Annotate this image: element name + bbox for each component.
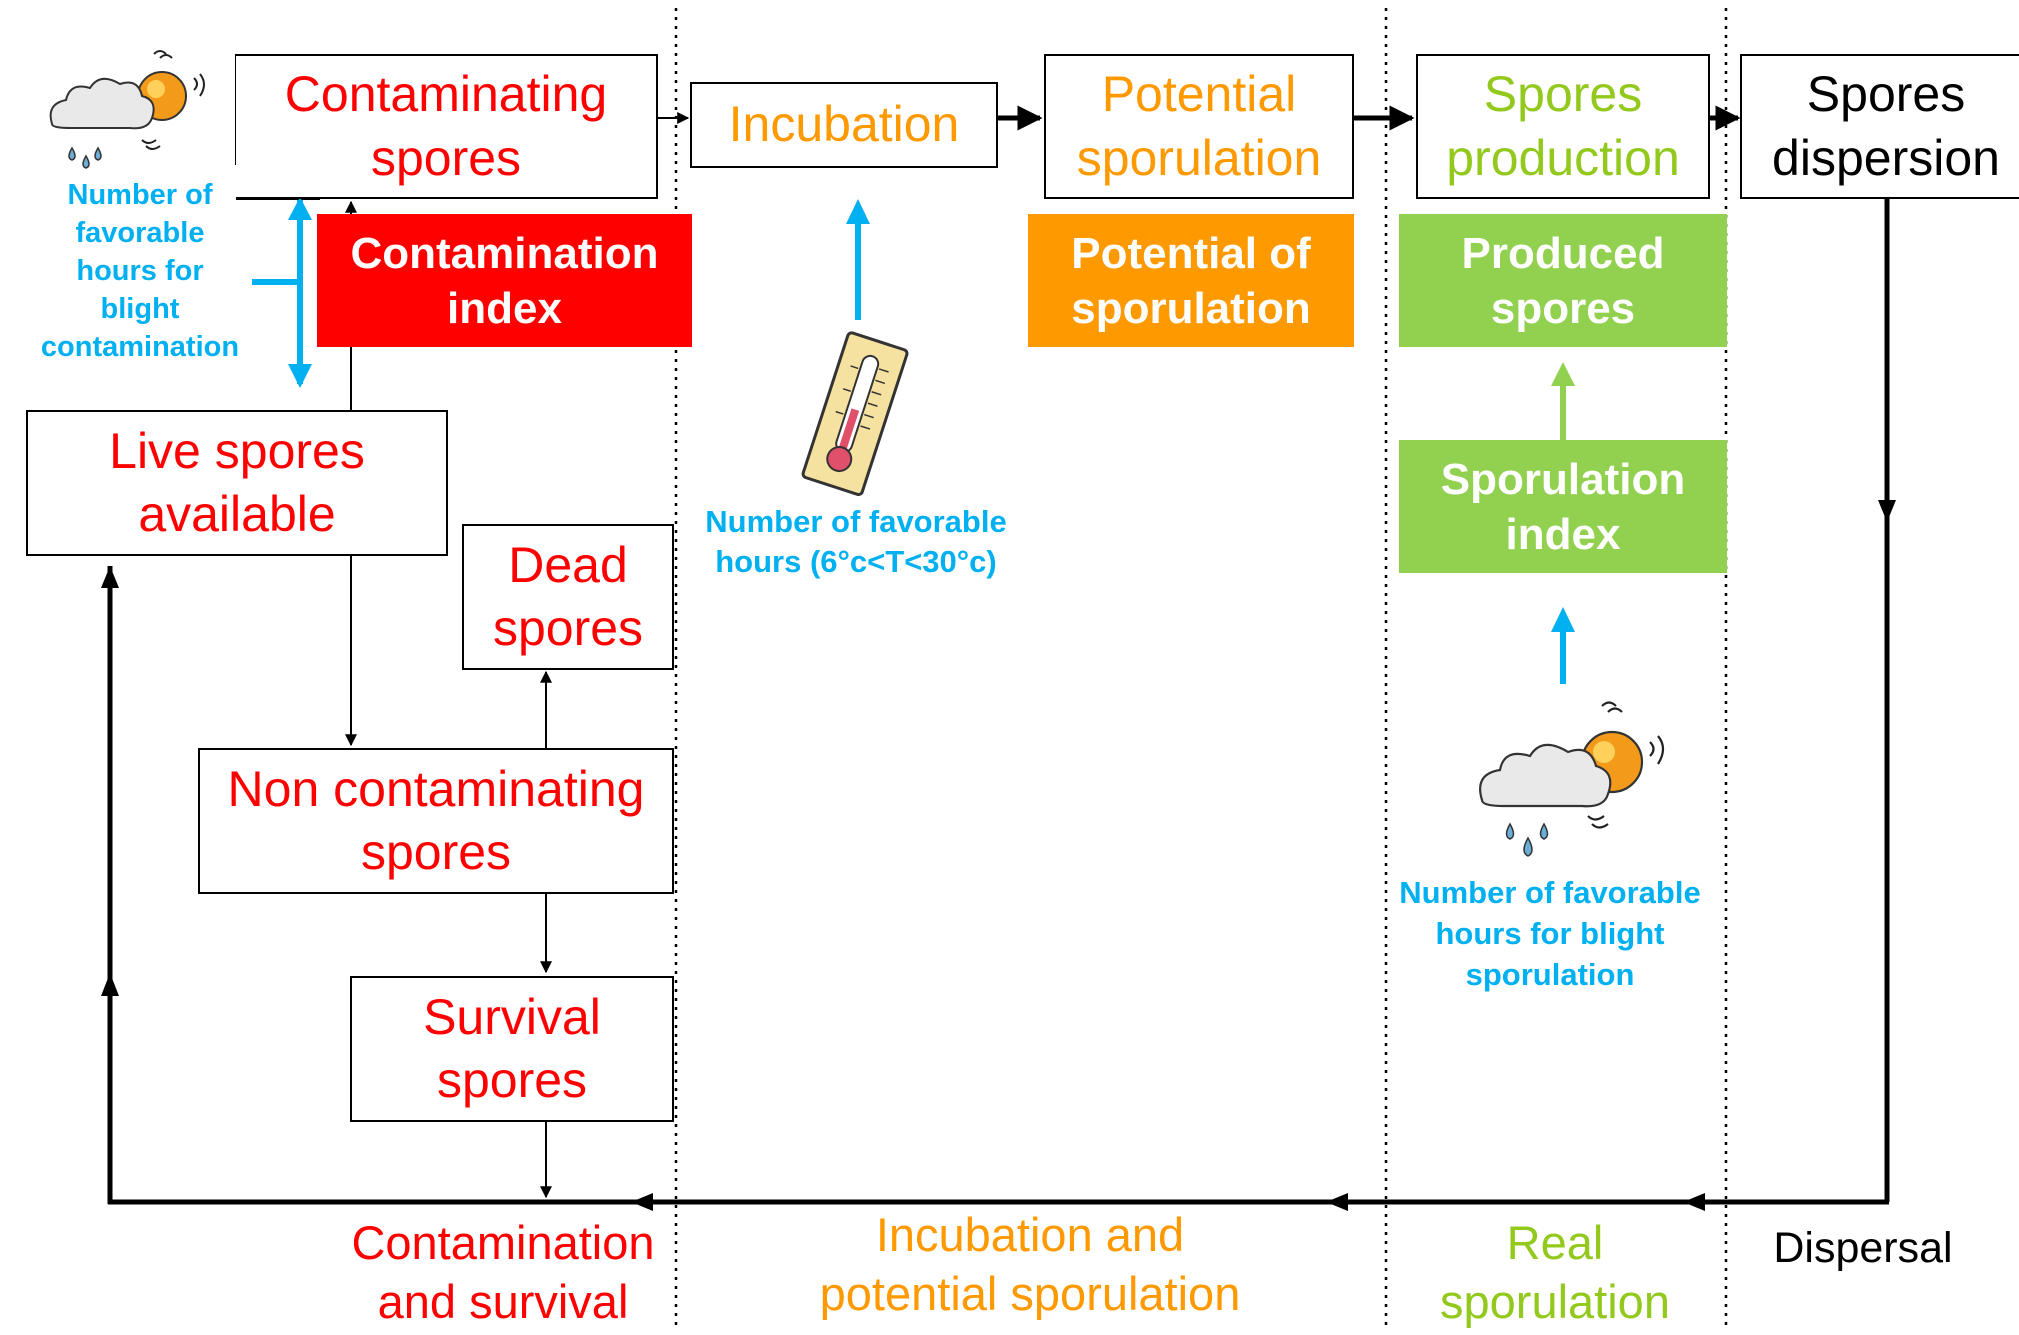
phase-incubation-potential: Incubation and potential sporulation [780,1206,1280,1324]
blight-sporulation-note: Number of favorable hours for blight spo… [1378,872,1722,995]
note-line: favorable [75,217,205,249]
note-line: contamination [40,331,240,363]
note-line: hours for blight [1435,916,1665,951]
potential-of-sporulation-box: Potential of sporulation [1028,214,1354,347]
spores-dispersion-box: Spores dispersion [1740,54,2019,199]
box-line: Potential [1101,66,1297,122]
box-line: Survival [423,988,601,1045]
index-line: spores [1490,283,1636,333]
potential-sporulation-box: Potential sporulation [1044,54,1354,199]
box-line: available [138,486,336,542]
non-contaminating-box: Non contaminating spores [198,748,674,894]
note-line: hours for [76,255,204,287]
box-line: Non contaminating [227,760,645,817]
phase-line: Incubation and [875,1208,1185,1261]
box-line: Spores [1483,66,1643,122]
cyan-arrowhead-up [288,197,312,220]
box-line: Dead [508,536,628,593]
box-line: Live spores [109,422,365,479]
box-line: production [1446,129,1680,186]
note-line: blight [100,293,180,325]
bottom-arrowhead-3 [631,1193,653,1211]
note-line: hours (6°c<T<30°c) [715,544,997,579]
box-line: spores [370,129,522,186]
box-line: sporulation [1076,129,1322,186]
note-line: Number of [67,179,213,211]
cloud-sun-rain-icon [49,50,205,169]
sporulation-index-box: Sporulation index [1399,440,1727,573]
contamination-index-box: Contamination index [317,214,692,347]
box-line: Incubation [728,96,960,153]
survival-spores-box: Survival spores [350,976,674,1122]
note-line: Number of favorable [1399,875,1701,910]
contaminating-spores-box: Contaminating spores [236,54,658,199]
blight-contamination-note: Number of favorable hours for blight con… [20,176,260,366]
spores-production-box: Spores production [1416,54,1710,199]
phase-line: Real [1506,1216,1604,1269]
phase-line: potential sporulation [819,1266,1241,1320]
box-line: spores [436,1052,588,1108]
index-line: sporulation [1071,283,1311,333]
index-line: Produced [1461,228,1665,278]
box-line: spores [492,600,644,656]
box-line: spores [360,824,512,880]
phase-contamination-survival: Contamination and survival [330,1214,676,1332]
phase-real-sporulation: Real sporulation [1400,1214,1710,1332]
cyan-arrowhead-down [288,364,312,388]
cloud-sun-rain-icon [1479,701,1665,857]
cyan-arrowhead-temperature [846,199,870,224]
phase-dispersal: Dispersal [1736,1222,1990,1276]
index-line: Contamination [350,228,659,278]
box-line: Contaminating [284,66,608,122]
left-arrowhead-upper [101,566,119,588]
bottom-arrowhead-2 [1326,1193,1348,1211]
thermometer-icon [801,331,909,497]
phase-line: sporulation [1440,1274,1670,1328]
temperature-note: Number of favorable hours (6°c<T<30°c) [676,502,1036,582]
left-arrowhead-lower [101,973,119,996]
bottom-arrowhead-1 [1683,1193,1705,1211]
cyan-arrowhead-sporulation [1551,607,1575,632]
box-line: dispersion [1772,129,2000,186]
phase-line: Contamination [351,1216,655,1269]
green-arrowhead [1551,362,1575,386]
produced-spores-box: Produced spores [1399,214,1727,347]
index-line: Potential of [1071,228,1311,278]
box-line: Spores [1806,66,1966,122]
incubation-box: Incubation [690,82,998,168]
index-line: Sporulation [1440,454,1686,504]
dispersion-down-arrowhead [1878,500,1896,522]
note-line: Number of favorable [705,504,1007,539]
phase-line: Dispersal [1773,1224,1953,1272]
dead-spores-box: Dead spores [462,524,674,670]
index-line: index [1505,509,1621,559]
index-line: index [447,283,562,333]
note-line: sporulation [1465,957,1635,992]
phase-line: and survival [377,1274,629,1328]
live-spores-box: Live spores available [26,410,448,556]
